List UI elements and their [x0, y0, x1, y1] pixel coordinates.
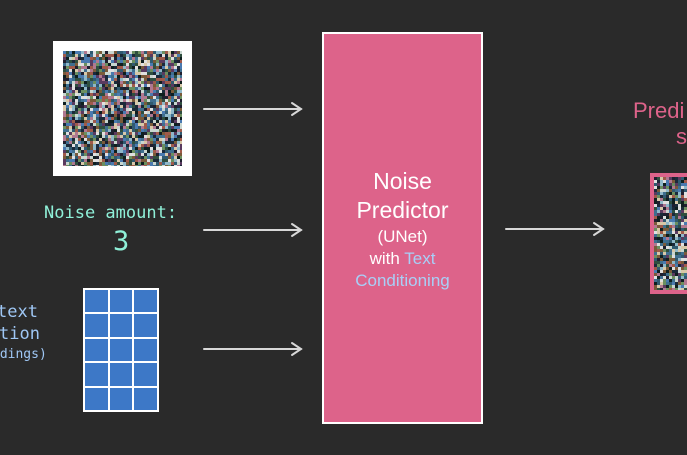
embedding-cell — [85, 338, 108, 362]
predictor-title-line2: Predictor — [356, 197, 449, 223]
predictor-text-word: Text — [404, 249, 436, 268]
embedding-cell — [85, 387, 108, 410]
noise-amount-value: 3 — [113, 226, 130, 257]
embedding-cell — [134, 314, 157, 337]
embedding-cell — [109, 290, 133, 313]
conditioning-label-line1: text — [0, 302, 38, 322]
conditioning-label-line2: tion — [0, 324, 40, 344]
embedding-cell — [134, 363, 157, 386]
predictor-conditioning-word: Conditioning — [355, 271, 450, 290]
embedding-cell — [109, 314, 133, 337]
embedding-cell — [134, 290, 157, 313]
arrow-noise-amount-to-predictor — [203, 223, 303, 237]
embedding-cell — [109, 387, 133, 410]
predictor-title-line1: Noise — [373, 168, 432, 194]
conditioning-label-line3: ddings) — [0, 347, 47, 362]
embedding-cell — [85, 363, 108, 386]
noise-pattern-image — [63, 51, 182, 166]
embedding-cell — [85, 290, 108, 313]
predicted-noise-label-line1: Predi — [633, 98, 685, 123]
noise-predictor-block: Noise Predictor (UNet) with Text Conditi… — [322, 32, 483, 424]
predictor-title: Noise Predictor — [324, 167, 481, 225]
embedding-cell — [134, 387, 157, 410]
arrow-image-to-predictor — [203, 102, 303, 116]
noise-amount-label: Noise amount: — [44, 203, 178, 223]
arrow-embeddings-to-predictor — [203, 342, 303, 356]
predictor-with-line: with Text — [324, 248, 481, 270]
predicted-noise-label-line2: s — [676, 124, 687, 149]
embedding-cell — [85, 314, 108, 337]
embedding-cell — [109, 363, 133, 386]
text-embeddings-grid — [83, 288, 159, 412]
arrow-predictor-to-output — [505, 222, 605, 236]
predictor-subtitle: (UNet) with Text Conditioning — [324, 226, 481, 292]
predicted-noise-pattern — [654, 177, 687, 290]
embedding-cell — [109, 338, 133, 362]
predictor-unet-label: (UNet) — [377, 227, 428, 246]
noisy-input-image — [53, 41, 192, 176]
embedding-cell — [134, 338, 157, 362]
predictor-with-word: with — [369, 249, 405, 268]
predicted-noise-image — [650, 173, 687, 294]
